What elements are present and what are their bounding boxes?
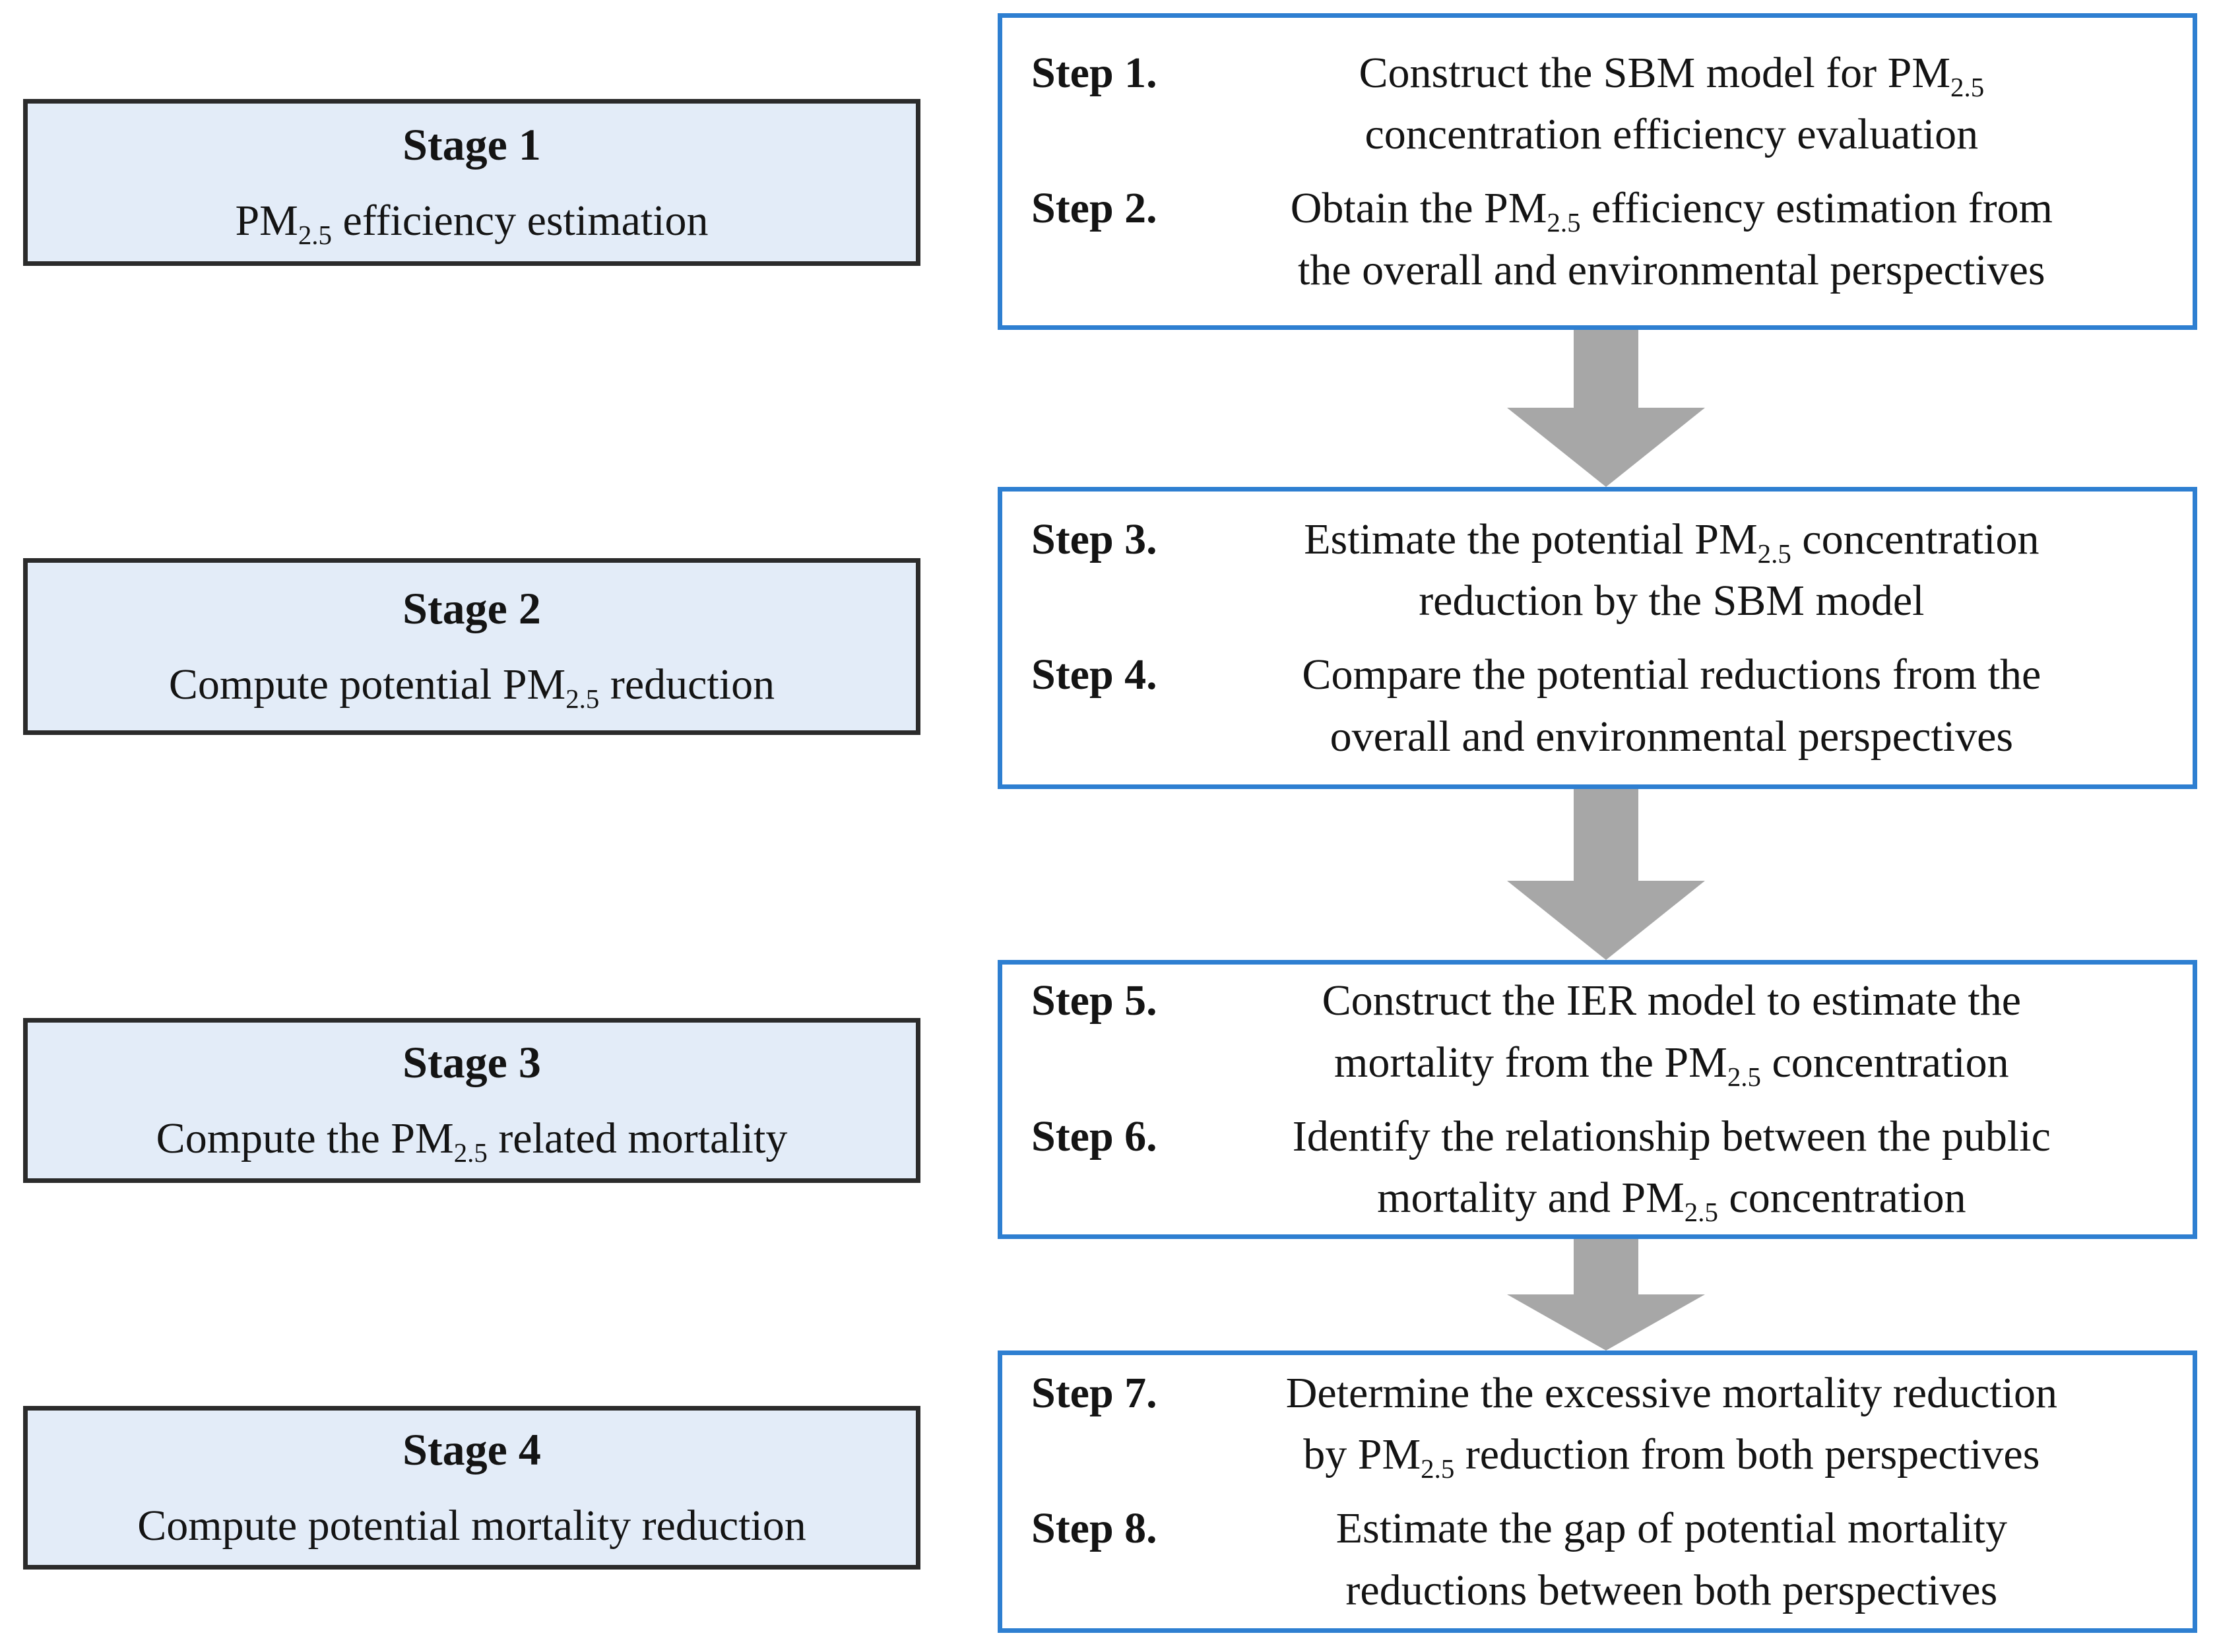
steps-box-4: Step 7. Determine the excessive mortalit… (998, 1350, 2197, 1633)
step-4-label: Step 4. (1031, 651, 1157, 699)
stage-1-title: Stage 1 (402, 119, 541, 170)
stage-4-title: Stage 4 (402, 1424, 541, 1475)
step-7: Step 7. Determine the excessive mortalit… (1031, 1362, 2164, 1486)
stage-box-4: Stage 4 Compute potential mortality redu… (23, 1406, 920, 1570)
down-arrow-3-head (1507, 1294, 1705, 1350)
step-3-text: Estimate the potential PM2.5 concentrati… (1304, 515, 2040, 625)
stage-box-2: Stage 2 Compute potential PM2.5 reductio… (23, 558, 920, 735)
step-8: Step 8. Estimate the gap of potential mo… (1031, 1498, 2164, 1621)
step-4: Step 4. Compare the potential reductions… (1031, 644, 2164, 767)
step-5-label: Step 5. (1031, 976, 1157, 1025)
step-7-text: Determine the excessive mortality reduct… (1285, 1368, 2057, 1484)
steps-box-2: Step 3. Estimate the potential PM2.5 con… (998, 487, 2197, 789)
step-1-label: Step 1. (1031, 48, 1157, 97)
down-arrow-1-head (1507, 408, 1705, 487)
step-5: Step 5. Construct the IER model to estim… (1031, 970, 2164, 1093)
step-1: Step 1. Construct the SBM model for PM2.… (1031, 42, 2164, 166)
stage-3-description: Compute the PM2.5 related mortality (156, 1114, 788, 1168)
step-3: Step 3. Estimate the potential PM2.5 con… (1031, 509, 2164, 632)
step-3-label: Step 3. (1031, 515, 1157, 563)
step-8-label: Step 8. (1031, 1504, 1157, 1552)
down-arrow-3-stem (1574, 1239, 1638, 1294)
down-arrow-2 (1507, 789, 1705, 960)
step-6-text: Identify the relationship between the pu… (1292, 1112, 2051, 1228)
step-6-label: Step 6. (1031, 1112, 1157, 1160)
stage-3-title: Stage 3 (402, 1037, 541, 1088)
down-arrow-1-stem (1574, 330, 1638, 408)
step-6: Step 6. Identify the relationship betwee… (1031, 1106, 2164, 1229)
stage-2-title: Stage 2 (402, 583, 541, 634)
stage-box-1: Stage 1 PM2.5 efficiency estimation (23, 99, 920, 266)
step-2: Step 2. Obtain the PM2.5 efficiency esti… (1031, 177, 2164, 301)
steps-box-1: Step 1. Construct the SBM model for PM2.… (998, 13, 2197, 330)
stage-box-3: Stage 3 Compute the PM2.5 related mortal… (23, 1018, 920, 1183)
stage-2-description: Compute potential PM2.5 reduction (168, 660, 775, 715)
down-arrow-2-head (1507, 881, 1705, 960)
down-arrow-1 (1507, 330, 1705, 487)
down-arrow-3 (1507, 1239, 1705, 1350)
steps-box-3: Step 5. Construct the IER model to estim… (998, 960, 2197, 1239)
step-2-label: Step 2. (1031, 184, 1157, 232)
stage-1-description: PM2.5 efficiency estimation (235, 196, 709, 250)
step-7-label: Step 7. (1031, 1368, 1157, 1417)
down-arrow-2-stem (1574, 789, 1638, 881)
stage-4-description: Compute potential mortality reduction (137, 1502, 806, 1550)
step-4-text: Compare the potential reductions from th… (1302, 651, 2041, 761)
step-2-text: Obtain the PM2.5 efficiency estimation f… (1290, 184, 2053, 294)
